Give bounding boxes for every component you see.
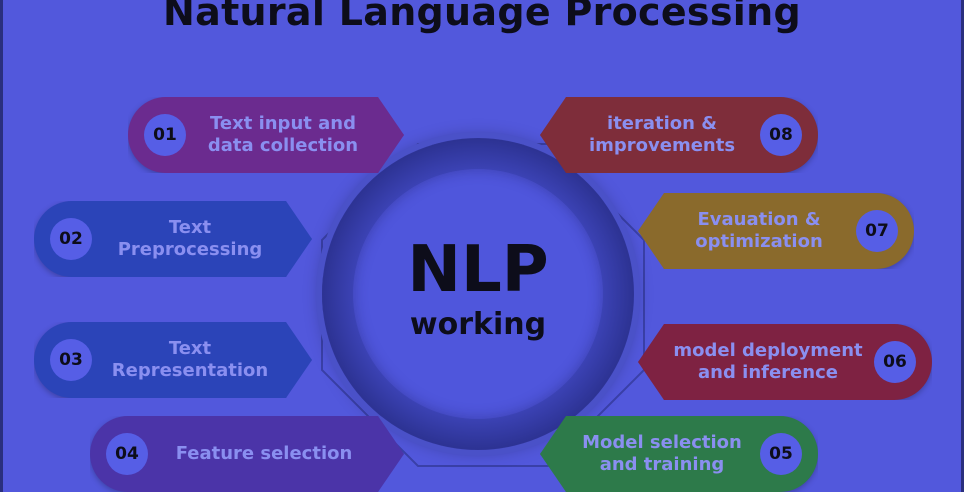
step-06-label: model deployment and inference [673, 340, 863, 383]
step-04-label: Feature selection [175, 443, 353, 464]
step-05-number: 05 [760, 433, 802, 475]
hub-circle [353, 169, 603, 419]
step-04: 04 Feature selection [90, 416, 404, 492]
step-01: 01 Text input and data collection [128, 97, 404, 173]
step-06: 06 model deployment and inference [638, 324, 932, 400]
step-06-number: 06 [874, 341, 916, 383]
step-07: 07 Evauation & optimization [638, 193, 914, 269]
frame-border-left [0, 0, 3, 492]
step-01-label: Text input and data collection [207, 113, 359, 156]
frame-border-right [961, 0, 964, 492]
step-01-number: 01 [144, 114, 186, 156]
step-03-label: Text Representation [111, 338, 269, 381]
step-02-label: Text Preprocessing [117, 217, 263, 260]
step-02: 02 Text Preprocessing [34, 201, 312, 277]
hub-subtitle: working [409, 307, 547, 342]
hub-title: NLP [407, 233, 549, 307]
step-03: 03 Text Representation [34, 322, 312, 398]
diagram-title: Natural Language Processing [163, 0, 801, 34]
step-07-number: 07 [856, 210, 898, 252]
step-08-number: 08 [760, 114, 802, 156]
step-04-number: 04 [106, 433, 148, 475]
step-05: 05 Model selection and training [540, 416, 818, 492]
step-08-label: iteration & improvements [588, 113, 736, 156]
step-07-label: Evauation & optimization [695, 209, 823, 252]
step-05-label: Model selection and training [582, 432, 742, 475]
step-02-number: 02 [50, 218, 92, 260]
step-08: 08 iteration & improvements [540, 97, 818, 173]
step-03-number: 03 [50, 339, 92, 381]
